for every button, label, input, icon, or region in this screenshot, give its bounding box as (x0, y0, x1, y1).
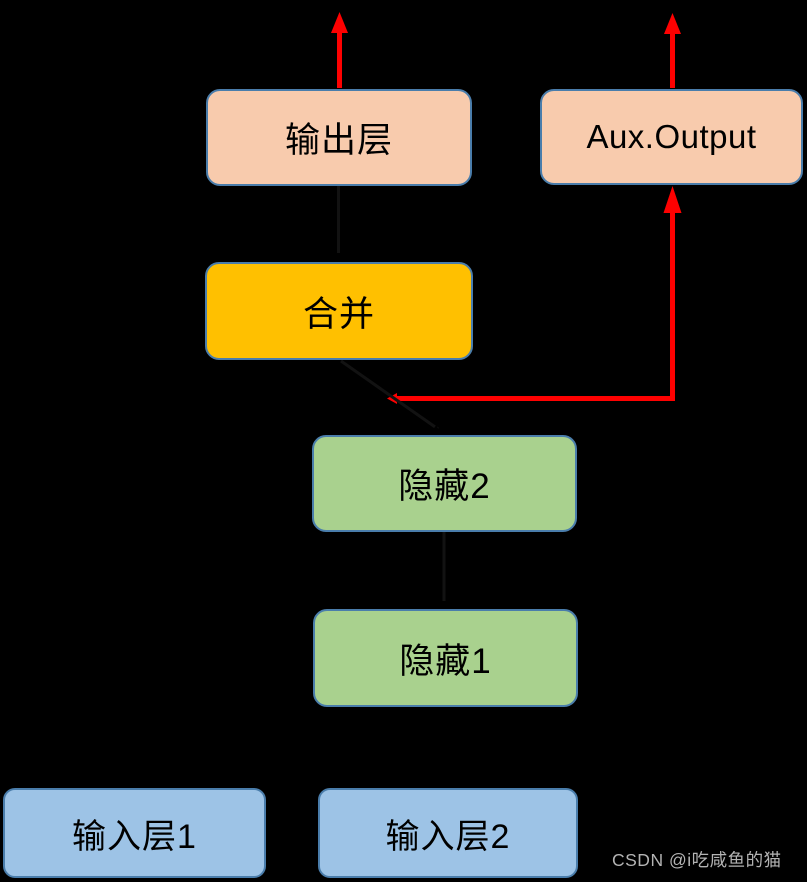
watermark: CSDN @i吃咸鱼的猫 (612, 850, 782, 870)
node-hidden-2-label: 隐藏2 (398, 467, 491, 506)
connector-merge-hidden2 (340, 359, 442, 436)
node-aux-output-label: Aux.Output (586, 118, 757, 155)
node-hidden-2: 隐藏2 (312, 435, 577, 532)
node-output-layer-label: 输出层 (284, 121, 393, 160)
node-output-layer: 输出层 (206, 89, 472, 186)
node-input-1-label: 输入层1 (72, 817, 197, 856)
node-aux-output: Aux.Output (540, 89, 803, 185)
node-merge: 合并 (205, 262, 473, 360)
node-input-2-label: 输入层2 (385, 817, 511, 856)
connector-output-merge (333, 186, 344, 262)
node-hidden-1-label: 隐藏1 (399, 641, 492, 681)
node-input-2: 输入层2 (318, 788, 578, 878)
node-hidden-1: 隐藏1 (313, 609, 578, 707)
connector-hidden2-hidden1 (438, 531, 450, 611)
arrow-output-up (331, 12, 348, 88)
node-merge-label: 合并 (302, 294, 375, 334)
node-input-1: 输入层1 (3, 788, 266, 878)
arrow-aux-up (664, 13, 681, 88)
